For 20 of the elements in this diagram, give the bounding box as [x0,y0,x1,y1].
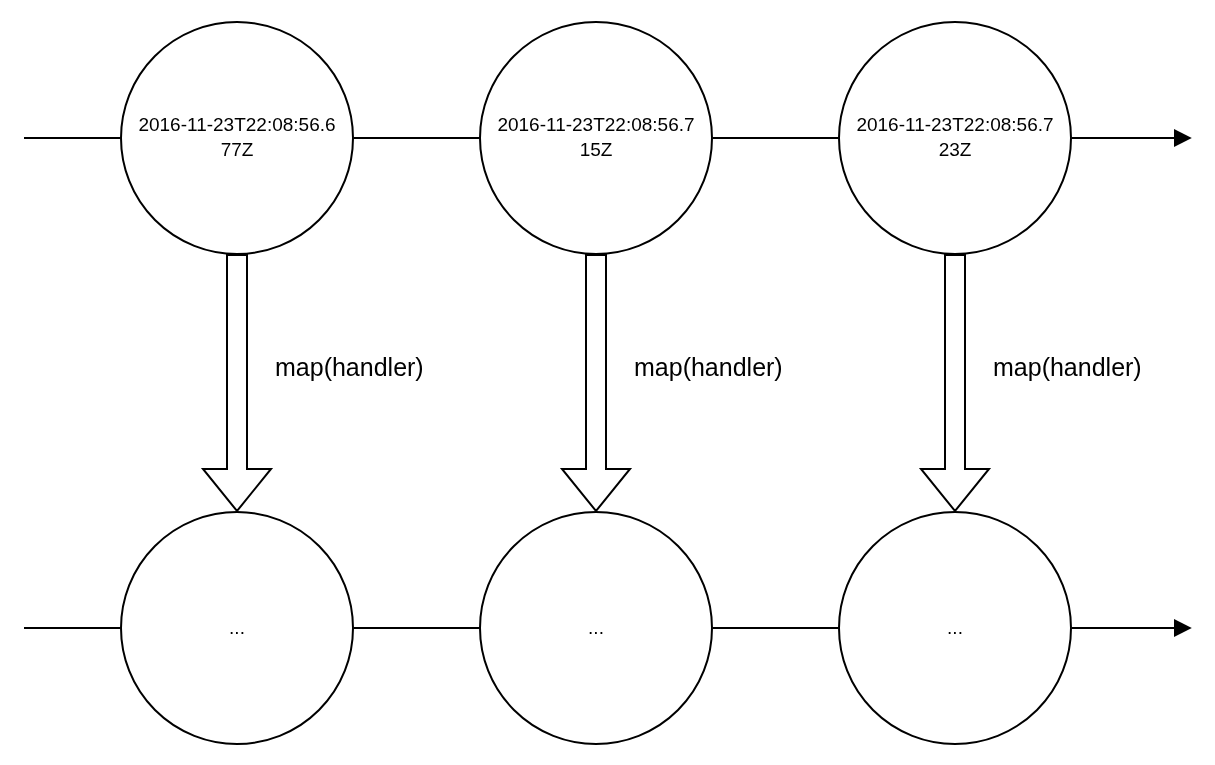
edge-label: map(handler) [993,355,1142,380]
node-label: 2016-11-23T22:08:56.715Z [497,113,695,162]
timeline-line [712,137,839,139]
hollow-arrow [200,254,274,513]
edge-label: map(handler) [634,355,783,380]
arrow [1071,619,1192,637]
node-label: 2016-11-23T22:08:56.723Z [856,113,1054,162]
timeline-line [23,627,121,629]
arrow [1071,129,1192,147]
timeline-line [353,627,480,629]
node-label: ... [588,615,604,640]
timeline-line [23,137,121,139]
hollow-arrow [918,254,992,513]
node-label: ... [229,615,245,640]
node-label: 2016-11-23T22:08:56.677Z [138,113,336,162]
node-label: ... [947,615,963,640]
hollow-arrow [559,254,633,513]
edge-label: map(handler) [275,355,424,380]
timeline-line [353,137,480,139]
timeline-line [712,627,839,629]
